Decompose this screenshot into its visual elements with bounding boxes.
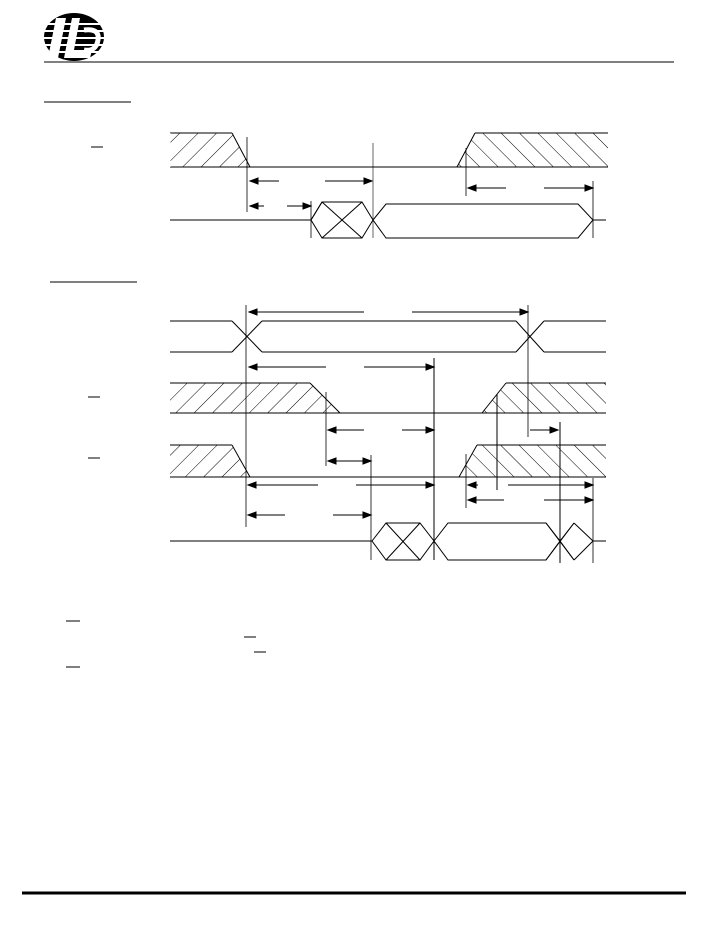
read-cycle-diagram-2	[50, 281, 606, 563]
timing-arrow-tclz	[248, 202, 313, 210]
cs-waveform	[169, 132, 608, 168]
read-cycle-diagram-1	[44, 101, 608, 239]
timing-arrow-taa-2	[247, 363, 436, 371]
addr-waveform	[170, 320, 606, 353]
dout-waveform-2	[170, 522, 606, 561]
timing-arrow-tchz	[466, 184, 595, 192]
dout-waveform-1	[170, 201, 606, 239]
company-logo	[42, 13, 106, 61]
timing-arrow-toh	[530, 426, 560, 434]
timing-arrow-taa	[248, 177, 374, 185]
timing-arrow-trc	[247, 308, 530, 316]
oe-waveform	[170, 444, 606, 478]
timing-arrow-toe	[246, 481, 436, 489]
notes-overbars	[66, 620, 266, 668]
ce-waveform	[170, 382, 606, 414]
timing-arrow-tchz-2	[466, 496, 595, 504]
timing-arrow-tohz	[466, 481, 595, 489]
timing-arrow-tace	[326, 426, 436, 434]
timing-arrow-tolz	[246, 511, 373, 519]
timing-arrow-tclz-2	[326, 457, 373, 465]
